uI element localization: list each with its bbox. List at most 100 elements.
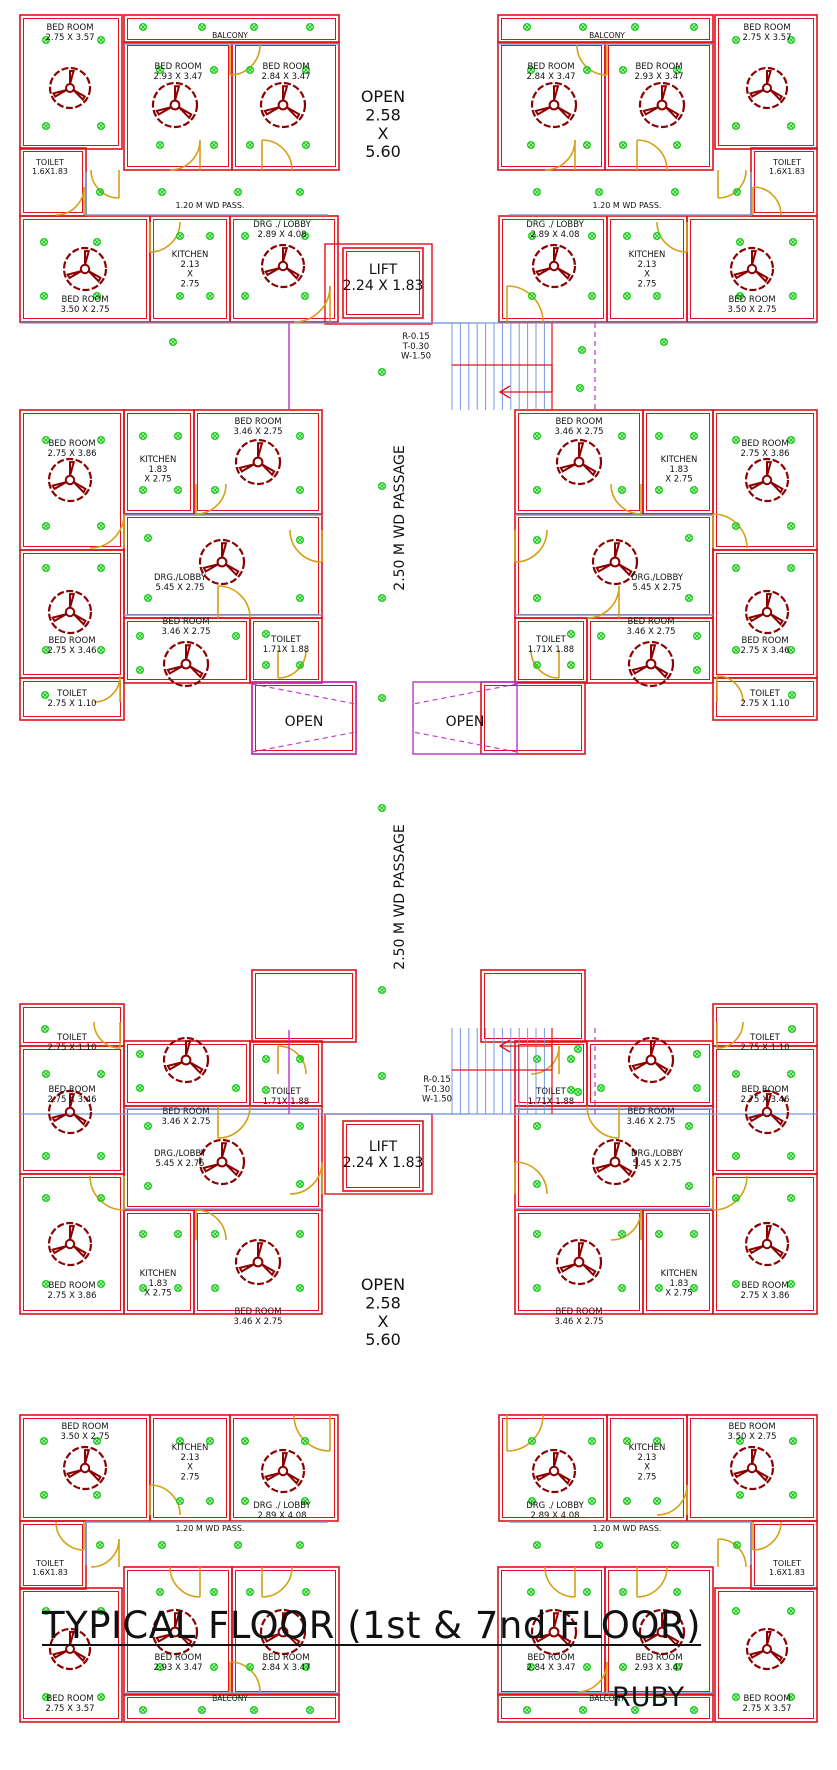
light-ring [788,291,798,301]
light-point-icon [689,1283,699,1293]
light-cross [98,1608,104,1614]
door-swing [195,1209,227,1241]
light-cross [247,1589,253,1595]
light-cross [199,1707,205,1713]
light-cross [691,1285,697,1291]
fan-blade [174,85,181,101]
fan-ring [530,81,578,129]
light-points [39,22,798,1715]
light-ring [672,140,682,150]
light-point-icon [735,1490,745,1500]
light-point-icon [731,563,741,573]
light-cross [534,189,540,195]
label-line: BALCONY [589,31,625,40]
fan-ring [260,243,306,289]
label-line: 1.71X 1.88 [528,1097,574,1107]
light-ring [295,1054,305,1064]
light-ring [731,121,741,131]
light-cross [624,1498,630,1504]
room-label: BALCONY [589,1694,625,1703]
fan-blade [185,644,192,660]
light-ring [582,65,592,75]
light-cross [624,233,630,239]
light-cross [654,1498,660,1504]
label-line: KITCHEN [140,1269,177,1279]
ceiling-fan-icon [47,457,93,503]
door-swing [636,139,668,171]
ceiling-fan-icon [234,1238,282,1286]
light-point-icon [582,65,592,75]
fan-hub [252,1256,264,1268]
light-cross [159,1542,165,1548]
light-ring [786,1151,796,1161]
fan-blade [155,106,172,116]
light-cross [598,633,604,639]
light-cross [233,633,239,639]
light-cross [691,487,697,493]
light-cross [242,293,248,299]
light-point-icon [39,237,49,247]
door-swing [717,1538,747,1568]
label-line: BED ROOM [627,617,674,627]
wall-inner [23,1049,121,1171]
wall [712,1045,818,1175]
light-ring [295,1229,305,1239]
label-line: BED ROOM [743,23,790,33]
label-line: 2.58 [365,105,401,124]
label-line: 2.75 X 3.86 [740,1291,789,1301]
light-point-icon [295,431,305,441]
light-point-icon [672,1662,682,1672]
fan-blade [66,270,82,280]
light-ring [575,383,585,393]
fan-blade [631,1061,648,1071]
light-point-icon [173,485,183,495]
fan-ring [47,1089,93,1135]
light-cross [303,1589,309,1595]
light-ring [731,1193,741,1203]
light-point-icon [295,1054,305,1064]
light-cross [145,1123,151,1129]
light-ring [594,1540,604,1550]
light-ring [143,593,153,603]
light-point-icon [618,1662,628,1672]
light-ring [300,291,310,301]
label-line: 2.75 X 3.46 [47,1095,96,1105]
light-cross [97,1542,103,1548]
fan-blade [263,106,280,116]
label-line: BED ROOM [527,62,574,72]
light-point-icon [143,1121,153,1131]
light-cross [297,1542,303,1548]
light-cross [242,1498,248,1504]
light-point-icon [41,1606,51,1616]
light-ring [587,231,597,241]
fan-hub [761,1238,773,1250]
room-label: 1.20 M WD PASS. [176,1524,245,1533]
light-point-icon [566,1054,576,1064]
light-ring [618,1587,628,1597]
light-point-icon [575,383,585,393]
light-point-icon [240,1436,250,1446]
label-line: 2.75 X 3.57 [742,33,791,43]
label-line: DRG ./ LOBBY [526,1501,584,1511]
fan-blade [189,1061,204,1075]
light-ring [689,431,699,441]
fan-ring [531,243,577,289]
light-cross [98,123,104,129]
light-ring [173,1283,183,1293]
light-point-icon [41,121,51,131]
fan-hub [762,1644,772,1654]
wall-inner [754,1524,814,1586]
wall-inner [127,1570,229,1692]
light-cross [43,1281,49,1287]
light-cross [43,1694,49,1700]
light-cross [733,647,739,653]
wall-inner [23,413,121,547]
fan-hub [548,1465,560,1477]
light-point-icon [301,140,311,150]
light-ring [731,1606,741,1616]
light-cross [620,1664,626,1670]
wall [480,681,586,755]
